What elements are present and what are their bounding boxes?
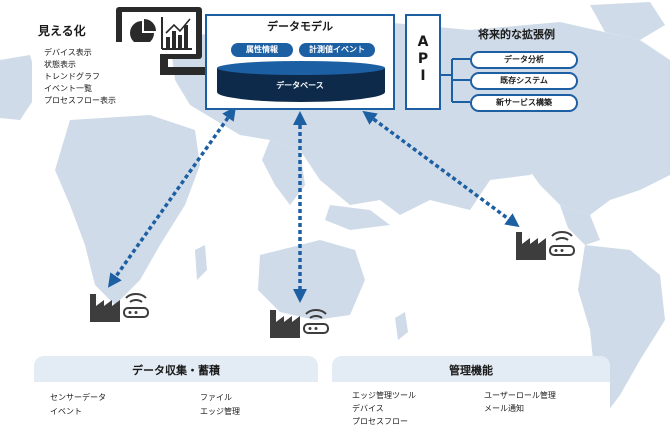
management-header xyxy=(332,356,610,382)
collection-item: センサーデータ xyxy=(50,393,106,402)
management-item: エッジ管理ツール xyxy=(352,391,416,400)
extensions-title: 将来的な拡張例 xyxy=(478,28,555,41)
extension-connectors xyxy=(440,58,470,103)
collection-item: エッジ管理 xyxy=(200,407,240,416)
api-label: API xyxy=(417,34,429,84)
site-australia xyxy=(270,309,329,338)
measurement-event-tag: 計測値イベント xyxy=(299,43,375,57)
data-model-title: データモデル xyxy=(267,20,333,33)
visualization-title: 見える化 xyxy=(38,24,86,38)
site-americas xyxy=(516,231,575,260)
management-item: デバイス xyxy=(352,404,384,413)
data-model-box: データモデル 属性情報 計測値イベント データベース xyxy=(205,14,395,110)
data-collection-header xyxy=(34,356,318,382)
management-title: 管理機能 xyxy=(449,364,493,377)
database-label: データベース xyxy=(276,81,324,90)
extension-new-service: 新サービス構築 xyxy=(470,94,578,112)
collection-item: ファイル xyxy=(200,393,232,402)
wireless-router-icon xyxy=(549,231,575,256)
api-box: API xyxy=(405,14,441,110)
attribute-info-tag: 属性情報 xyxy=(231,43,293,57)
extension-data-analysis: データ分析 xyxy=(470,51,578,69)
data-collection-title: データ収集・蓄積 xyxy=(132,364,220,377)
factory-icon xyxy=(270,310,300,338)
wireless-router-icon xyxy=(303,309,329,334)
wireless-router-icon xyxy=(123,293,149,318)
visualization-item: デバイス表示 xyxy=(44,48,92,57)
visualization-item: プロセスフロー表示 xyxy=(44,96,116,105)
arrow-to-americas-site xyxy=(362,110,520,228)
management-item: メール通知 xyxy=(484,404,524,413)
visualization-list: デバイス表示 状態表示 トレンドグラフ イベント一覧 プロセスフロー表示 xyxy=(32,42,160,108)
management-panel: 管理機能 エッジ管理ツール デバイス プロセスフロー ユーザーロール管理 メール… xyxy=(332,356,610,436)
factory-icon xyxy=(90,294,120,322)
database-icon xyxy=(217,61,385,102)
management-item: プロセスフロー xyxy=(352,417,408,426)
visualization-item: トレンドグラフ xyxy=(44,72,100,81)
site-africa xyxy=(90,293,149,322)
visualization-item: イベント一覧 xyxy=(44,84,92,93)
collection-item: イベント xyxy=(50,407,82,416)
management-item: ユーザーロール管理 xyxy=(484,391,556,400)
extension-existing-system: 既存システム xyxy=(470,72,578,90)
arrow-to-africa-site xyxy=(107,106,237,288)
visualization-item: 状態表示 xyxy=(44,60,76,69)
factory-icon xyxy=(516,232,546,260)
data-collection-panel: データ収集・蓄積 センサーデータ イベント ファイル エッジ管理 xyxy=(34,356,318,436)
